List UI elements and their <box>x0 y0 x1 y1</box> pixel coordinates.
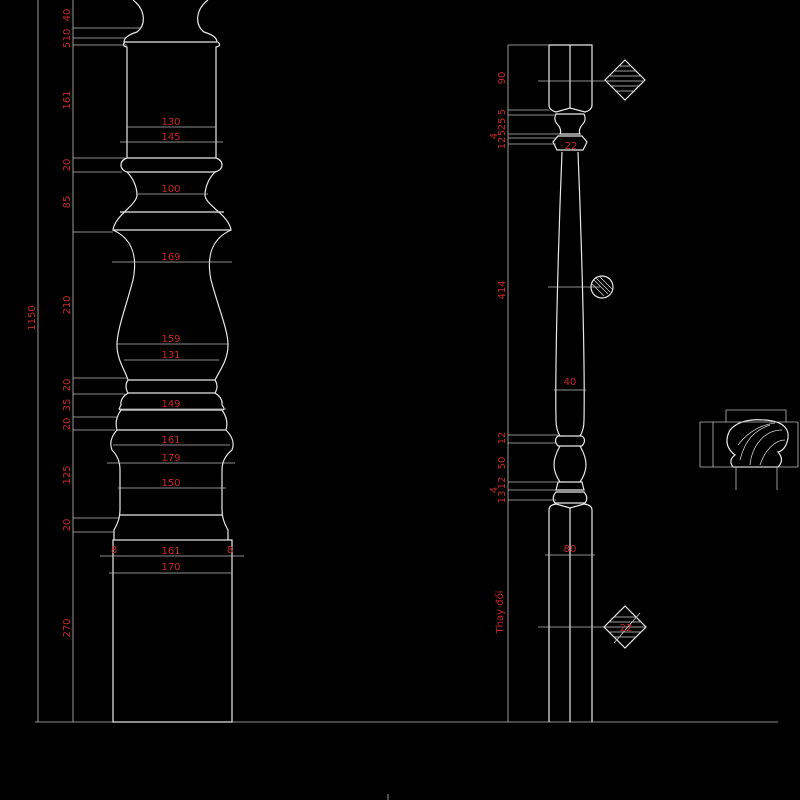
dim-label: 161 <box>62 90 73 109</box>
dim-label: 12 <box>497 137 508 150</box>
square-section-bottom: 22 <box>603 605 647 649</box>
right-vertical-dims: 90 5 25 5 4 12 414 12 50 12 4 13 Thay đổ… <box>489 72 508 635</box>
dim-label: 169 <box>161 252 180 263</box>
dim-label: 20 <box>62 379 73 392</box>
dim-label: 35 <box>62 399 73 412</box>
dim-label: 150 <box>161 478 180 489</box>
square-section-top <box>604 59 646 101</box>
left-vertical-dims: 40 10 5 161 20 85 210 20 35 20 125 20 27… <box>27 9 73 638</box>
dim-label: 10 <box>62 29 73 42</box>
dim-label: 5 <box>497 109 508 115</box>
dim-label: 50 <box>497 457 508 470</box>
dim-label: 100 <box>161 184 180 195</box>
dim-label: 13 <box>497 491 508 504</box>
dim-label: 130 <box>161 117 180 128</box>
left-horizontal-dims: 130 145 100 169 159 131 149 161 179 150 … <box>111 117 233 573</box>
overall-height-label: 1150 <box>27 305 38 330</box>
dim-label: 161 <box>161 435 180 446</box>
dim-label: 40 <box>564 377 577 388</box>
dim-label: 414 <box>497 280 508 299</box>
dim-label: 90 <box>497 72 508 85</box>
dim-label: 25 <box>497 118 508 131</box>
dim-label: 85 <box>62 196 73 209</box>
dim-label: 5 <box>62 42 73 48</box>
dim-label: 149 <box>161 399 180 410</box>
dim-label: 20 <box>62 418 73 431</box>
dim-label: 20 <box>62 159 73 172</box>
dim-label: 210 <box>62 295 73 314</box>
dim-label: 170 <box>161 562 180 573</box>
dim-label: 80 <box>564 544 577 555</box>
right-baluster: 22 90 5 25 5 4 12 414 12 50 12 4 13 Thay… <box>489 44 647 722</box>
dim-label: 22 <box>565 141 578 152</box>
dim-label: 270 <box>62 618 73 637</box>
dim-label: 20 <box>62 519 73 532</box>
dim-label: 12 <box>497 432 508 445</box>
dim-label: 4 <box>489 487 500 493</box>
dim-label: 40 <box>62 9 73 22</box>
dim-label: 12 <box>497 477 508 490</box>
dim-label: 125 <box>62 465 73 484</box>
round-section <box>590 275 614 299</box>
handrail-section <box>699 409 799 490</box>
dim-label: 159 <box>161 334 180 345</box>
dim-label: 131 <box>161 350 180 361</box>
dim-label: 8 <box>227 545 233 556</box>
dim-label: 8 <box>111 545 117 556</box>
section-label: 22 <box>620 623 633 634</box>
dim-label: 161 <box>161 546 180 557</box>
note-label: Thay đổi <box>493 591 506 635</box>
dim-label: 179 <box>161 453 180 464</box>
dim-label: 145 <box>161 132 180 143</box>
left-baluster: 40 10 5 161 20 85 210 20 35 20 125 20 27… <box>27 0 244 723</box>
dim-label: 4 <box>489 133 500 139</box>
dim-label: 5 <box>497 130 508 136</box>
